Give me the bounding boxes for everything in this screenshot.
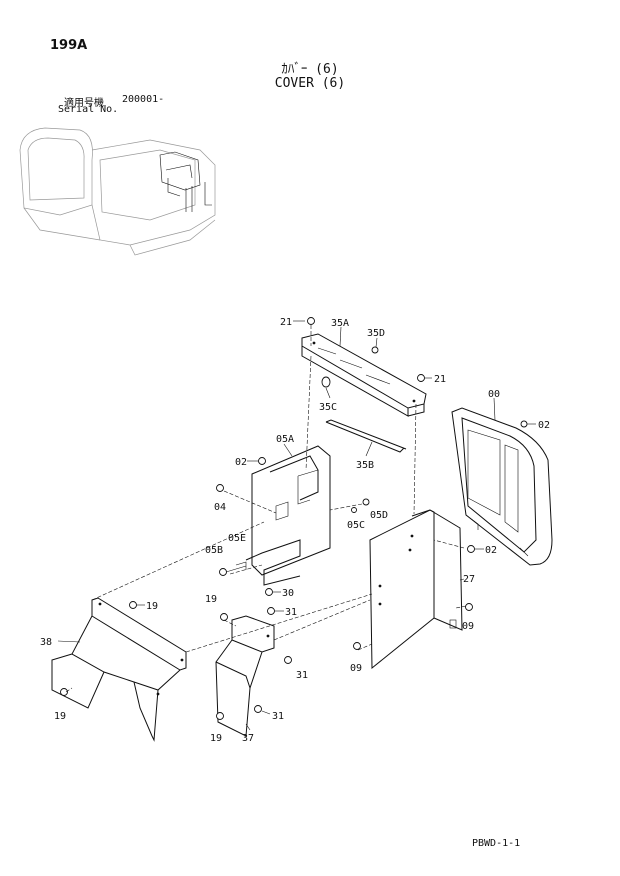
bolt-31-top bbox=[267, 607, 275, 615]
callout-19-duct: 19 bbox=[205, 594, 217, 605]
callout-02-bracket: 02 bbox=[235, 457, 247, 468]
callout-19-bottom: 19 bbox=[210, 733, 222, 744]
callout-35c: 35C bbox=[319, 402, 337, 413]
bolt-31-low bbox=[254, 705, 262, 713]
bolt-35d bbox=[371, 346, 379, 354]
bolt-05d bbox=[362, 498, 370, 506]
bolt-02-screen bbox=[520, 420, 528, 428]
callout-05b: 05B bbox=[205, 545, 223, 556]
bolt-19-duct bbox=[220, 613, 228, 621]
callout-31-low: 31 bbox=[272, 711, 284, 722]
location-inset-sketch bbox=[19, 127, 216, 256]
callout-31-mid: 31 bbox=[296, 670, 308, 681]
callout-21-top: 21 bbox=[280, 317, 292, 328]
callout-05d: 05D bbox=[370, 510, 388, 521]
bolt-19-bottom bbox=[216, 712, 224, 720]
bolt-09-right bbox=[465, 603, 473, 611]
callout-05a: 05A bbox=[276, 434, 294, 445]
callout-30: 30 bbox=[282, 588, 294, 599]
callout-35a: 35A bbox=[331, 318, 349, 329]
bolt-19-lower-left bbox=[60, 688, 68, 696]
callout-04: 04 bbox=[214, 502, 226, 513]
part-35b-rod bbox=[325, 419, 407, 453]
bolt-21-top bbox=[307, 317, 315, 325]
callout-05c: 05C bbox=[347, 520, 365, 531]
bolt-02-panel bbox=[467, 545, 475, 553]
part-35a-top-rail bbox=[301, 333, 427, 417]
title-japanese: ｶﾊﾞｰ (6) bbox=[281, 62, 339, 77]
bolt-05b bbox=[219, 568, 227, 576]
callout-31-top: 31 bbox=[285, 607, 297, 618]
callout-35d: 35D bbox=[367, 328, 385, 339]
bolt-19-upper bbox=[129, 601, 137, 609]
callout-35b: 35B bbox=[356, 460, 374, 471]
serial-value: 200001- bbox=[122, 94, 165, 105]
part-38-lower-cover bbox=[51, 597, 187, 742]
part-37-duct bbox=[215, 615, 275, 737]
callout-09-right: 09 bbox=[462, 621, 474, 632]
clip-05c bbox=[351, 507, 357, 513]
callout-02-panel: 02 bbox=[485, 545, 497, 556]
callout-09-left: 09 bbox=[350, 663, 362, 674]
callout-21-right: 21 bbox=[434, 374, 446, 385]
callout-19-lower-left: 19 bbox=[54, 711, 66, 722]
footer-code: PBWD-1-1 bbox=[472, 838, 521, 849]
callout-05e: 05E bbox=[228, 533, 246, 544]
bolt-09-left bbox=[353, 642, 361, 650]
serial-label-japanese: 適用号機 bbox=[64, 98, 104, 109]
bolt-21-right bbox=[417, 374, 425, 382]
bolt-30 bbox=[265, 588, 273, 596]
callout-02-screen: 02 bbox=[538, 420, 550, 431]
callout-27: 27 bbox=[463, 574, 475, 585]
callout-38: 38 bbox=[40, 637, 52, 648]
bolt-31-mid bbox=[284, 656, 292, 664]
title-english: COVER (6) bbox=[274, 76, 346, 91]
clip-35c bbox=[321, 376, 331, 388]
page-code: 199A bbox=[50, 38, 88, 53]
assembly-lines bbox=[65, 325, 467, 693]
part-27-side-panel bbox=[369, 509, 463, 670]
callout-19-upper: 19 bbox=[146, 601, 158, 612]
callout-37: 37 bbox=[242, 733, 254, 744]
bolt-02-bracket bbox=[258, 457, 266, 465]
callout-00: 00 bbox=[488, 389, 500, 400]
part-05a-bracket bbox=[245, 445, 331, 586]
part-00-screen bbox=[451, 407, 553, 566]
leader-lines bbox=[57, 326, 496, 731]
bolt-04 bbox=[216, 484, 224, 492]
serial-label-english: Serial No. bbox=[58, 104, 119, 115]
